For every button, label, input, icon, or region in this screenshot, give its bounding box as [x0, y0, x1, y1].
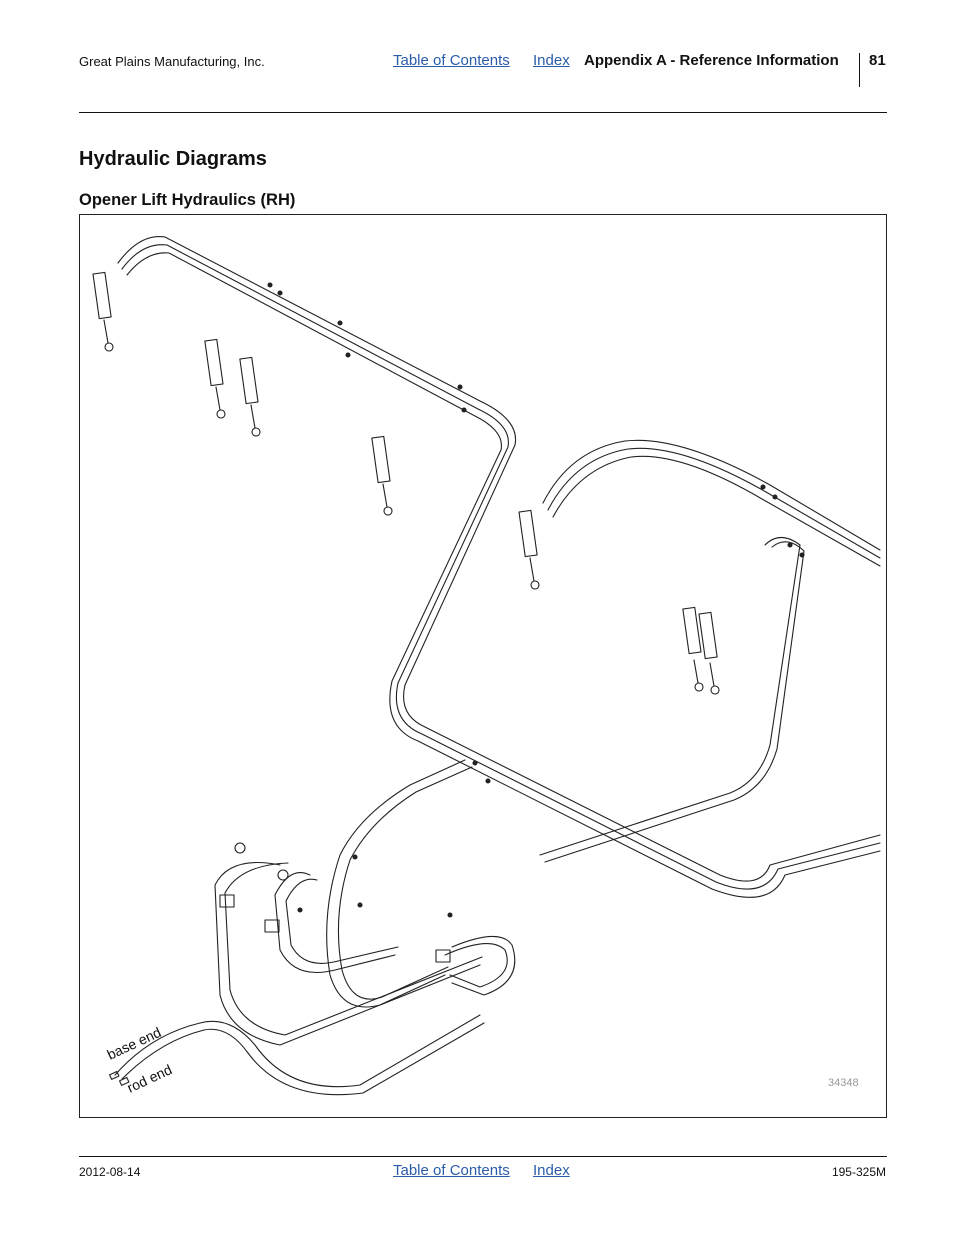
main-hose-bundle: [117, 235, 881, 898]
page-number: 81: [869, 52, 886, 69]
header-index-link[interactable]: Index: [533, 52, 570, 69]
hydraulic-diagram-figure: base end rod end 34348: [79, 214, 887, 1118]
footer-rule: [79, 1156, 887, 1157]
cylinders: [92, 271, 720, 695]
fittings: [267, 282, 805, 918]
couplers: [108, 1070, 130, 1086]
hydraulic-diagram: base end rod end 34348: [92, 235, 881, 1096]
footer-toc-link[interactable]: Table of Contents: [393, 1162, 510, 1179]
company-name: Great Plains Manufacturing, Inc.: [79, 54, 265, 69]
section-title: Appendix A - Reference Information: [584, 52, 839, 69]
page-title: Hydraulic Diagrams: [79, 148, 267, 170]
supply-lines: [114, 1014, 485, 1096]
document-number: 195-325M: [831, 1165, 886, 1179]
rod-end-label: rod end: [125, 1061, 175, 1096]
valves: [219, 842, 451, 963]
header-divider: [859, 53, 860, 87]
header-rule: [79, 112, 887, 113]
right-hose-bundle: [539, 439, 881, 863]
header-toc-link[interactable]: Table of Contents: [393, 52, 510, 69]
footer-index-link[interactable]: Index: [533, 1162, 570, 1179]
footer-date: 2012-08-14: [79, 1165, 141, 1179]
figure-title: Opener Lift Hydraulics (RH): [79, 191, 296, 209]
figure-number: 34348: [828, 1077, 859, 1089]
lower-hose-loop: [214, 759, 516, 1046]
